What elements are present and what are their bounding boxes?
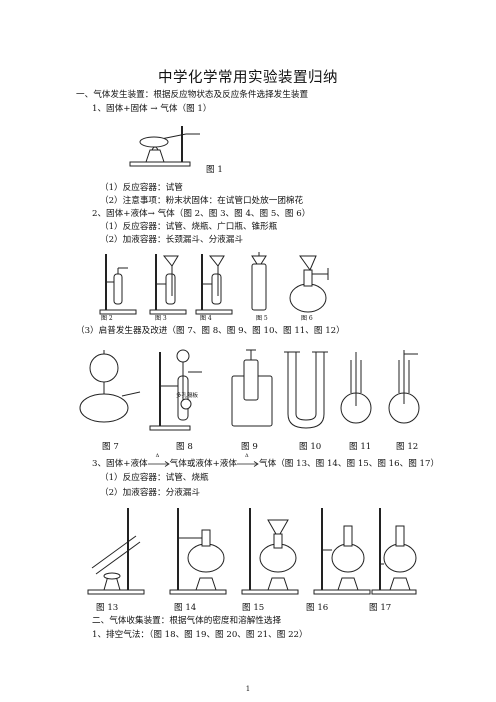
figures-7-12-apparatus (74, 346, 434, 432)
fig7-caption: 图 7 (102, 442, 119, 452)
section2-heading: 二、气体收集装置：根据气体的密度和溶解性选择 (92, 616, 282, 626)
fig13-caption: 图 13 (96, 603, 119, 613)
page-title: 中学化学常用实验装置归纳 (158, 70, 338, 86)
fig14-caption: 图 14 (174, 603, 197, 613)
subsection2-heading: 2、固体+液体→ 气体（图 2、图 3、图 4、图 5、图 6） (92, 209, 311, 219)
heat-symbol-1: Δ (155, 453, 160, 459)
heating-arrow-1: Δ (147, 453, 170, 467)
figures-2-6-apparatus (96, 248, 346, 320)
figure-1-caption: 图 1 (206, 165, 223, 175)
page-number: 1 (245, 685, 251, 693)
sub3-item1: （1）反应容器：试管、烧瓶 (100, 473, 209, 483)
fig2-label: 图 2 (101, 315, 113, 322)
fig17-caption: 图 17 (369, 603, 392, 613)
figure-1-apparatus (126, 118, 206, 168)
heat-symbol-2: Δ (245, 453, 249, 459)
sub3-part1: 3、固体+液体 (92, 459, 148, 469)
figures-13-17-apparatus (78, 504, 418, 596)
fig8-caption: 图 8 (176, 442, 193, 452)
fig4-label: 图 4 (200, 315, 212, 322)
sub1-item1: （1）反应容器：试管 (100, 183, 183, 193)
sub3-part3: 气体（图 13、图 14、图 15、图 16、图 17） (259, 459, 440, 469)
sub3-item2: （2）加液容器：分液漏斗 (100, 488, 200, 498)
fig6-label: 图 6 (301, 315, 313, 322)
sub2-item1: （1）反应容器：试管、烧瓶、广口瓶、锥形瓶 (100, 222, 278, 232)
subsection3-heading: 3、固体+液体 Δ 气体或液体+液体 Δ 气体（图 13、图 14、图 15、图 16、… (92, 453, 440, 470)
sub3-part2: 气体或液体+液体 (169, 459, 237, 469)
sub2-item2: （2）加液容器：长颈漏斗、分液漏斗 (100, 235, 243, 245)
sub1-item2: （2）注意事项：粉末状固体：在试管口处放一团棉花 (100, 196, 304, 206)
fig5-label: 图 5 (256, 315, 268, 322)
section1-heading: 一、气体发生装置：根据反应物状态及反应条件选择发生装置 (76, 90, 309, 100)
fig3-label: 图 3 (155, 315, 167, 322)
fig15-caption: 图 15 (242, 603, 265, 613)
fig16-caption: 图 16 (306, 603, 329, 613)
fig12-caption: 图 12 (396, 442, 419, 452)
fig8-inner-label: 多孔隔板 (176, 393, 199, 399)
fig9-caption: 图 9 (241, 442, 258, 452)
sub2-item3: （3）启普发生器及改进（图 7、图 8、图 9、图 10、图 11、图 12） (76, 326, 345, 336)
subsection1-heading: 1、固体+固体 → 气体（图 1） (92, 104, 212, 114)
fig11-caption: 图 11 (349, 442, 372, 452)
heating-arrow-2: Δ (237, 453, 259, 467)
section2-sub1: 1、排空气法：（图 18、图 19、图 20、图 21、图 22） (92, 630, 308, 640)
fig10-caption: 图 10 (299, 442, 322, 452)
